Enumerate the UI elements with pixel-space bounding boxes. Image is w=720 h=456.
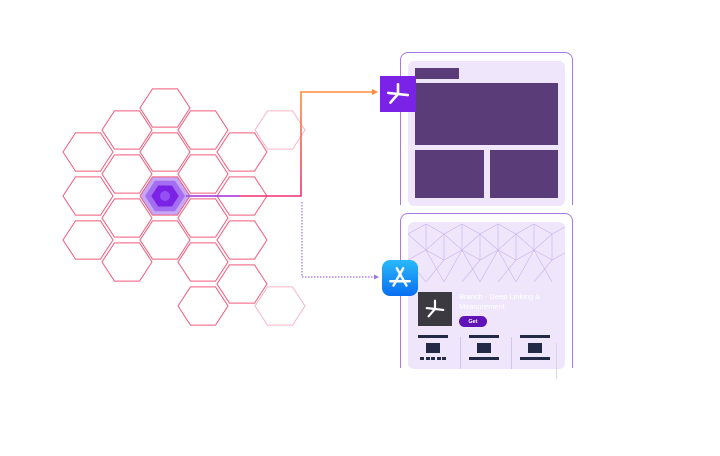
hex-grid bbox=[62, 88, 306, 326]
web-route-arrow-icon bbox=[372, 89, 378, 95]
feature-icon-1 bbox=[426, 343, 440, 353]
hex-cell bbox=[62, 132, 114, 172]
hex-cell bbox=[139, 220, 191, 260]
hex-cell bbox=[62, 220, 114, 260]
hex-cell bbox=[177, 154, 229, 194]
app-store-badge bbox=[382, 260, 418, 296]
branch-logo-icon bbox=[425, 299, 445, 318]
hex-cell bbox=[216, 132, 268, 172]
hex-cell bbox=[216, 264, 268, 304]
feature-icon-3 bbox=[528, 343, 542, 353]
hex-cell-faded bbox=[254, 110, 306, 150]
hex-cell-faded bbox=[254, 286, 306, 326]
feature-dots bbox=[420, 357, 446, 360]
hex-cell bbox=[101, 154, 153, 194]
hex-cell bbox=[139, 88, 191, 128]
web-header-block bbox=[415, 68, 459, 79]
web-badge bbox=[380, 76, 416, 112]
hex-cell bbox=[62, 176, 114, 216]
feature-divider bbox=[511, 337, 512, 369]
app-title: Branch - Deep Linking & Measurement bbox=[459, 292, 541, 311]
web-page-mockup bbox=[408, 61, 565, 206]
feature-item-3 bbox=[514, 335, 564, 369]
hex-cell bbox=[101, 242, 153, 282]
app-icon bbox=[418, 292, 452, 326]
hex-cell bbox=[177, 242, 229, 282]
hex-cell bbox=[101, 110, 153, 150]
hex-cell bbox=[139, 132, 191, 172]
hex-cell bbox=[101, 198, 153, 238]
app-route-arrow-icon bbox=[374, 274, 379, 280]
hex-cell bbox=[177, 286, 229, 326]
feature-divider bbox=[460, 337, 461, 369]
web-route-connector bbox=[186, 91, 372, 197]
app-store-page-mockup: Branch - Deep Linking & Measurement Get bbox=[408, 222, 565, 369]
feature-icon-2 bbox=[477, 343, 491, 353]
app-store-destination-card: Branch - Deep Linking & Measurement Get bbox=[400, 213, 573, 369]
web-content-block-right bbox=[490, 150, 558, 198]
hex-cell bbox=[216, 220, 268, 260]
feature-item-2 bbox=[463, 335, 513, 369]
geometric-pattern-banner bbox=[408, 223, 565, 282]
feature-item-1 bbox=[412, 335, 462, 369]
web-hero-block bbox=[415, 83, 558, 145]
get-button[interactable]: Get bbox=[459, 316, 487, 327]
web-content-block-left bbox=[415, 150, 484, 198]
branch-logo-icon bbox=[386, 82, 410, 104]
selected-hex-dot bbox=[160, 191, 170, 201]
app-store-icon bbox=[389, 267, 411, 287]
web-destination-card bbox=[400, 52, 573, 206]
hex-cell bbox=[177, 110, 229, 150]
hex-cell bbox=[177, 198, 229, 238]
scroll-indicator[interactable] bbox=[556, 343, 557, 379]
app-route-connector bbox=[301, 202, 374, 278]
